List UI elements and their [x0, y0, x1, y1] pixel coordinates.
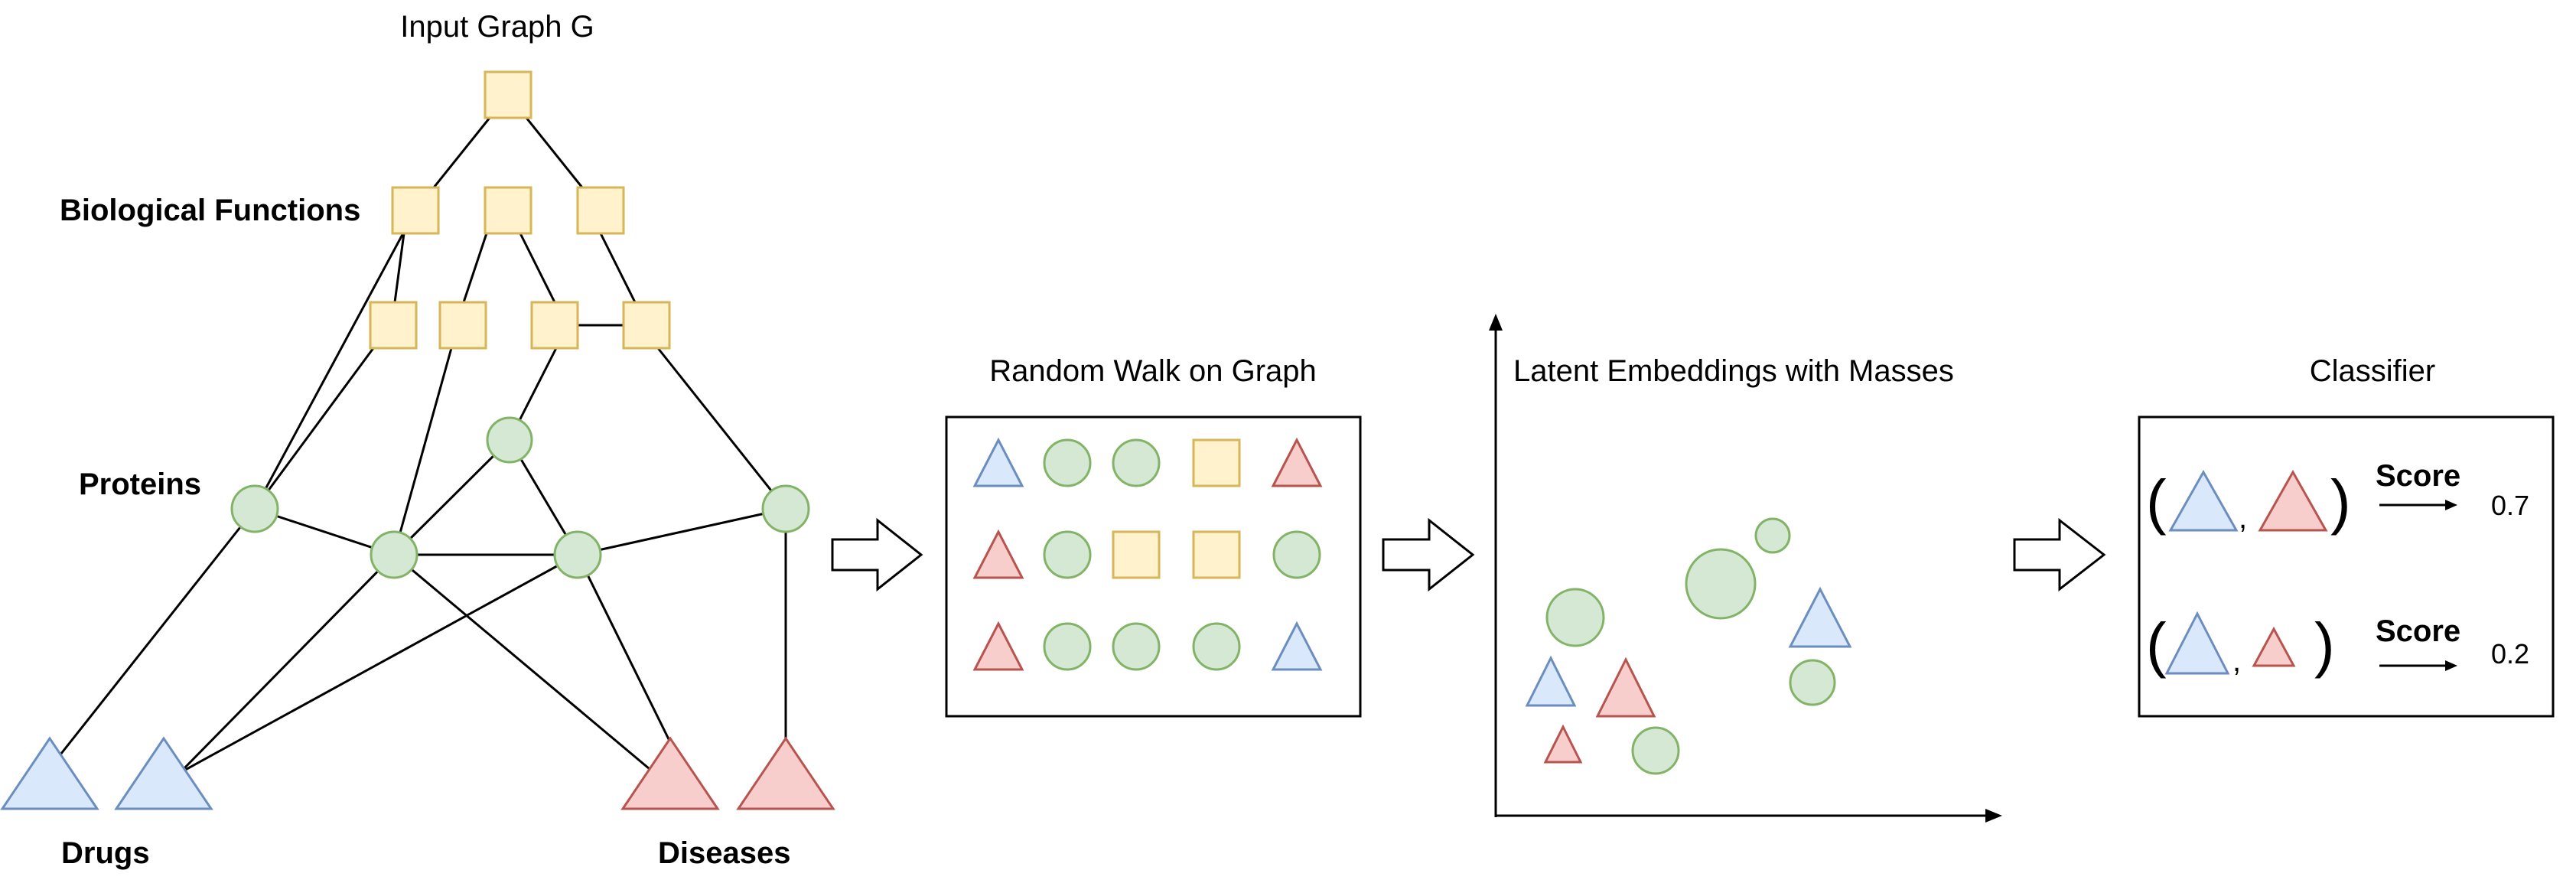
pair-comma: ,	[2232, 644, 2241, 678]
pair-disease	[2252, 626, 2296, 667]
disease-node	[620, 736, 720, 810]
function-node	[576, 186, 625, 235]
embedding-protein	[1754, 517, 1791, 554]
edge	[577, 507, 786, 556]
edge	[253, 347, 375, 510]
edge	[656, 347, 787, 510]
edge	[178, 553, 396, 774]
function-node	[530, 301, 579, 350]
x-axis-arrowhead	[1985, 809, 2002, 823]
label-drugs: Drugs	[61, 836, 150, 870]
disease-node	[736, 736, 835, 810]
classifier-pair: ( , ) Score 0.2	[2146, 611, 2529, 679]
edge	[393, 553, 655, 774]
function-node	[438, 301, 487, 350]
walk-node-protein	[1043, 622, 1092, 671]
protein-node	[761, 484, 810, 533]
edge	[254, 507, 395, 556]
edge	[179, 553, 578, 774]
edge	[392, 438, 511, 556]
walk-node-protein	[1043, 438, 1092, 487]
pair-drug	[2168, 469, 2239, 532]
function-node	[484, 70, 532, 119]
edge	[519, 233, 556, 303]
protein-node	[486, 416, 533, 464]
pair-right-paren: )	[2314, 611, 2335, 679]
edge	[576, 554, 671, 741]
embedding-protein	[1685, 548, 1757, 620]
function-node	[484, 186, 532, 235]
walk-node-drug	[972, 437, 1024, 487]
flow-arrow	[1382, 517, 1475, 592]
random-walk-grid	[972, 437, 1323, 671]
score-value: 0.7	[2491, 490, 2529, 521]
drug-node	[0, 736, 99, 810]
edge	[462, 233, 488, 303]
embedding-drug	[1788, 586, 1852, 648]
walk-node-function	[1112, 530, 1161, 579]
function-node	[391, 186, 440, 235]
label-diseases: Diseases	[658, 836, 790, 870]
embedding-disease	[1595, 657, 1656, 718]
flow-arrow	[831, 517, 923, 592]
walk-node-disease	[972, 529, 1024, 579]
protein-node	[230, 484, 279, 533]
protein-node	[370, 530, 418, 579]
label-proteins: Proteins	[79, 468, 201, 501]
embedding-protein	[1631, 726, 1680, 775]
walk-node-function	[1192, 438, 1241, 487]
random-walk-title: Random Walk on Graph	[989, 354, 1317, 388]
pair-disease	[2258, 469, 2328, 532]
disease-nodes	[620, 736, 835, 810]
y-axis-arrowhead	[1489, 314, 1503, 331]
walk-node-disease	[972, 621, 1024, 671]
walk-node-protein	[1192, 622, 1241, 671]
function-node	[369, 301, 418, 350]
walk-node-function	[1192, 530, 1241, 579]
walk-node-drug	[1271, 621, 1323, 671]
drug-nodes	[0, 736, 213, 810]
edge	[50, 508, 256, 766]
embeddings-title: Latent Embeddings with Masses	[1513, 354, 1954, 388]
score-arrowhead	[2445, 660, 2457, 671]
embedding-disease	[1543, 724, 1583, 764]
classifier-pair: ( , ) Score 0.7	[2146, 459, 2529, 536]
input-graph-title: Input Graph G	[400, 10, 594, 44]
pair-right-paren: )	[2330, 468, 2351, 536]
classifier-title: Classifier	[2310, 354, 2435, 388]
pair-left-paren: (	[2146, 468, 2167, 536]
random-walk-panel: Random Walk on Graph	[945, 354, 1362, 718]
pair-comma: ,	[2239, 501, 2247, 535]
edge	[392, 347, 453, 556]
protein-node	[553, 530, 602, 579]
pair-drug	[2164, 611, 2230, 675]
edge	[393, 233, 405, 303]
flow-arrow	[2013, 517, 2106, 592]
walk-node-disease	[1271, 437, 1323, 487]
walk-node-protein	[1112, 622, 1161, 671]
drug-node	[114, 736, 213, 810]
input-graph: Input Graph G	[0, 10, 835, 870]
edge	[599, 233, 637, 303]
embedding-protein	[1545, 588, 1605, 647]
walk-node-protein	[1272, 530, 1321, 579]
score-arrowhead	[2445, 500, 2457, 510]
label-biological-functions: Biological Functions	[60, 194, 360, 227]
score-label: Score	[2376, 614, 2460, 648]
edge	[253, 210, 417, 510]
function-nodes	[369, 70, 671, 350]
embedding-protein	[1789, 659, 1836, 706]
score-value: 0.2	[2491, 638, 2529, 670]
protein-nodes	[230, 416, 810, 579]
classifier-panel: Classifier ( , ) Score 0.7 ( , ) Score 0…	[2138, 354, 2555, 718]
function-node	[622, 301, 671, 350]
walk-node-protein	[1112, 438, 1161, 487]
walk-node-protein	[1043, 530, 1092, 579]
score-label: Score	[2376, 459, 2460, 493]
pair-left-paren: (	[2146, 611, 2167, 679]
embeddings-panel: Latent Embeddings with Masses	[1489, 314, 2002, 823]
embedding-drug	[1525, 655, 1577, 707]
